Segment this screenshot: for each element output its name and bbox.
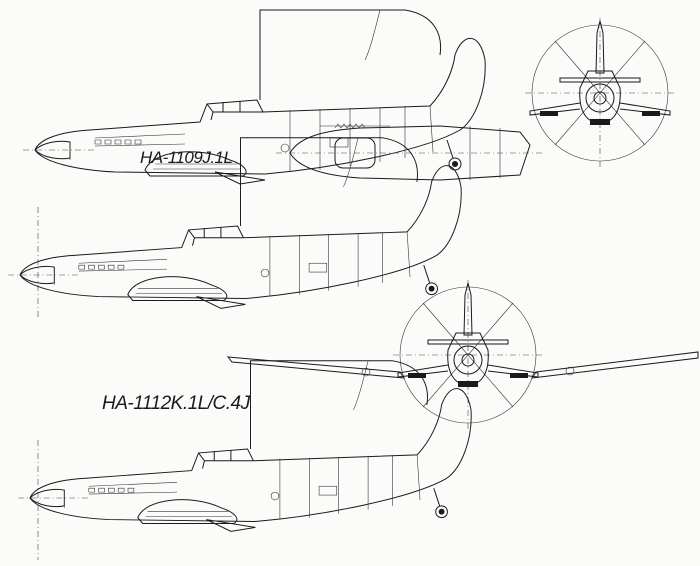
front-view-ha1112	[226, 279, 699, 431]
variant-label-ha1112: HA-1112K.1L/C.4J	[102, 393, 250, 414]
variant-label-ha1109: HA-1109J.1L	[140, 148, 233, 167]
front-view-ha1109	[524, 17, 676, 169]
side-view-ha1109	[22, 9, 486, 185]
side-view-ha1112-b	[17, 360, 472, 532]
side-view-ha1112-a	[7, 137, 462, 309]
